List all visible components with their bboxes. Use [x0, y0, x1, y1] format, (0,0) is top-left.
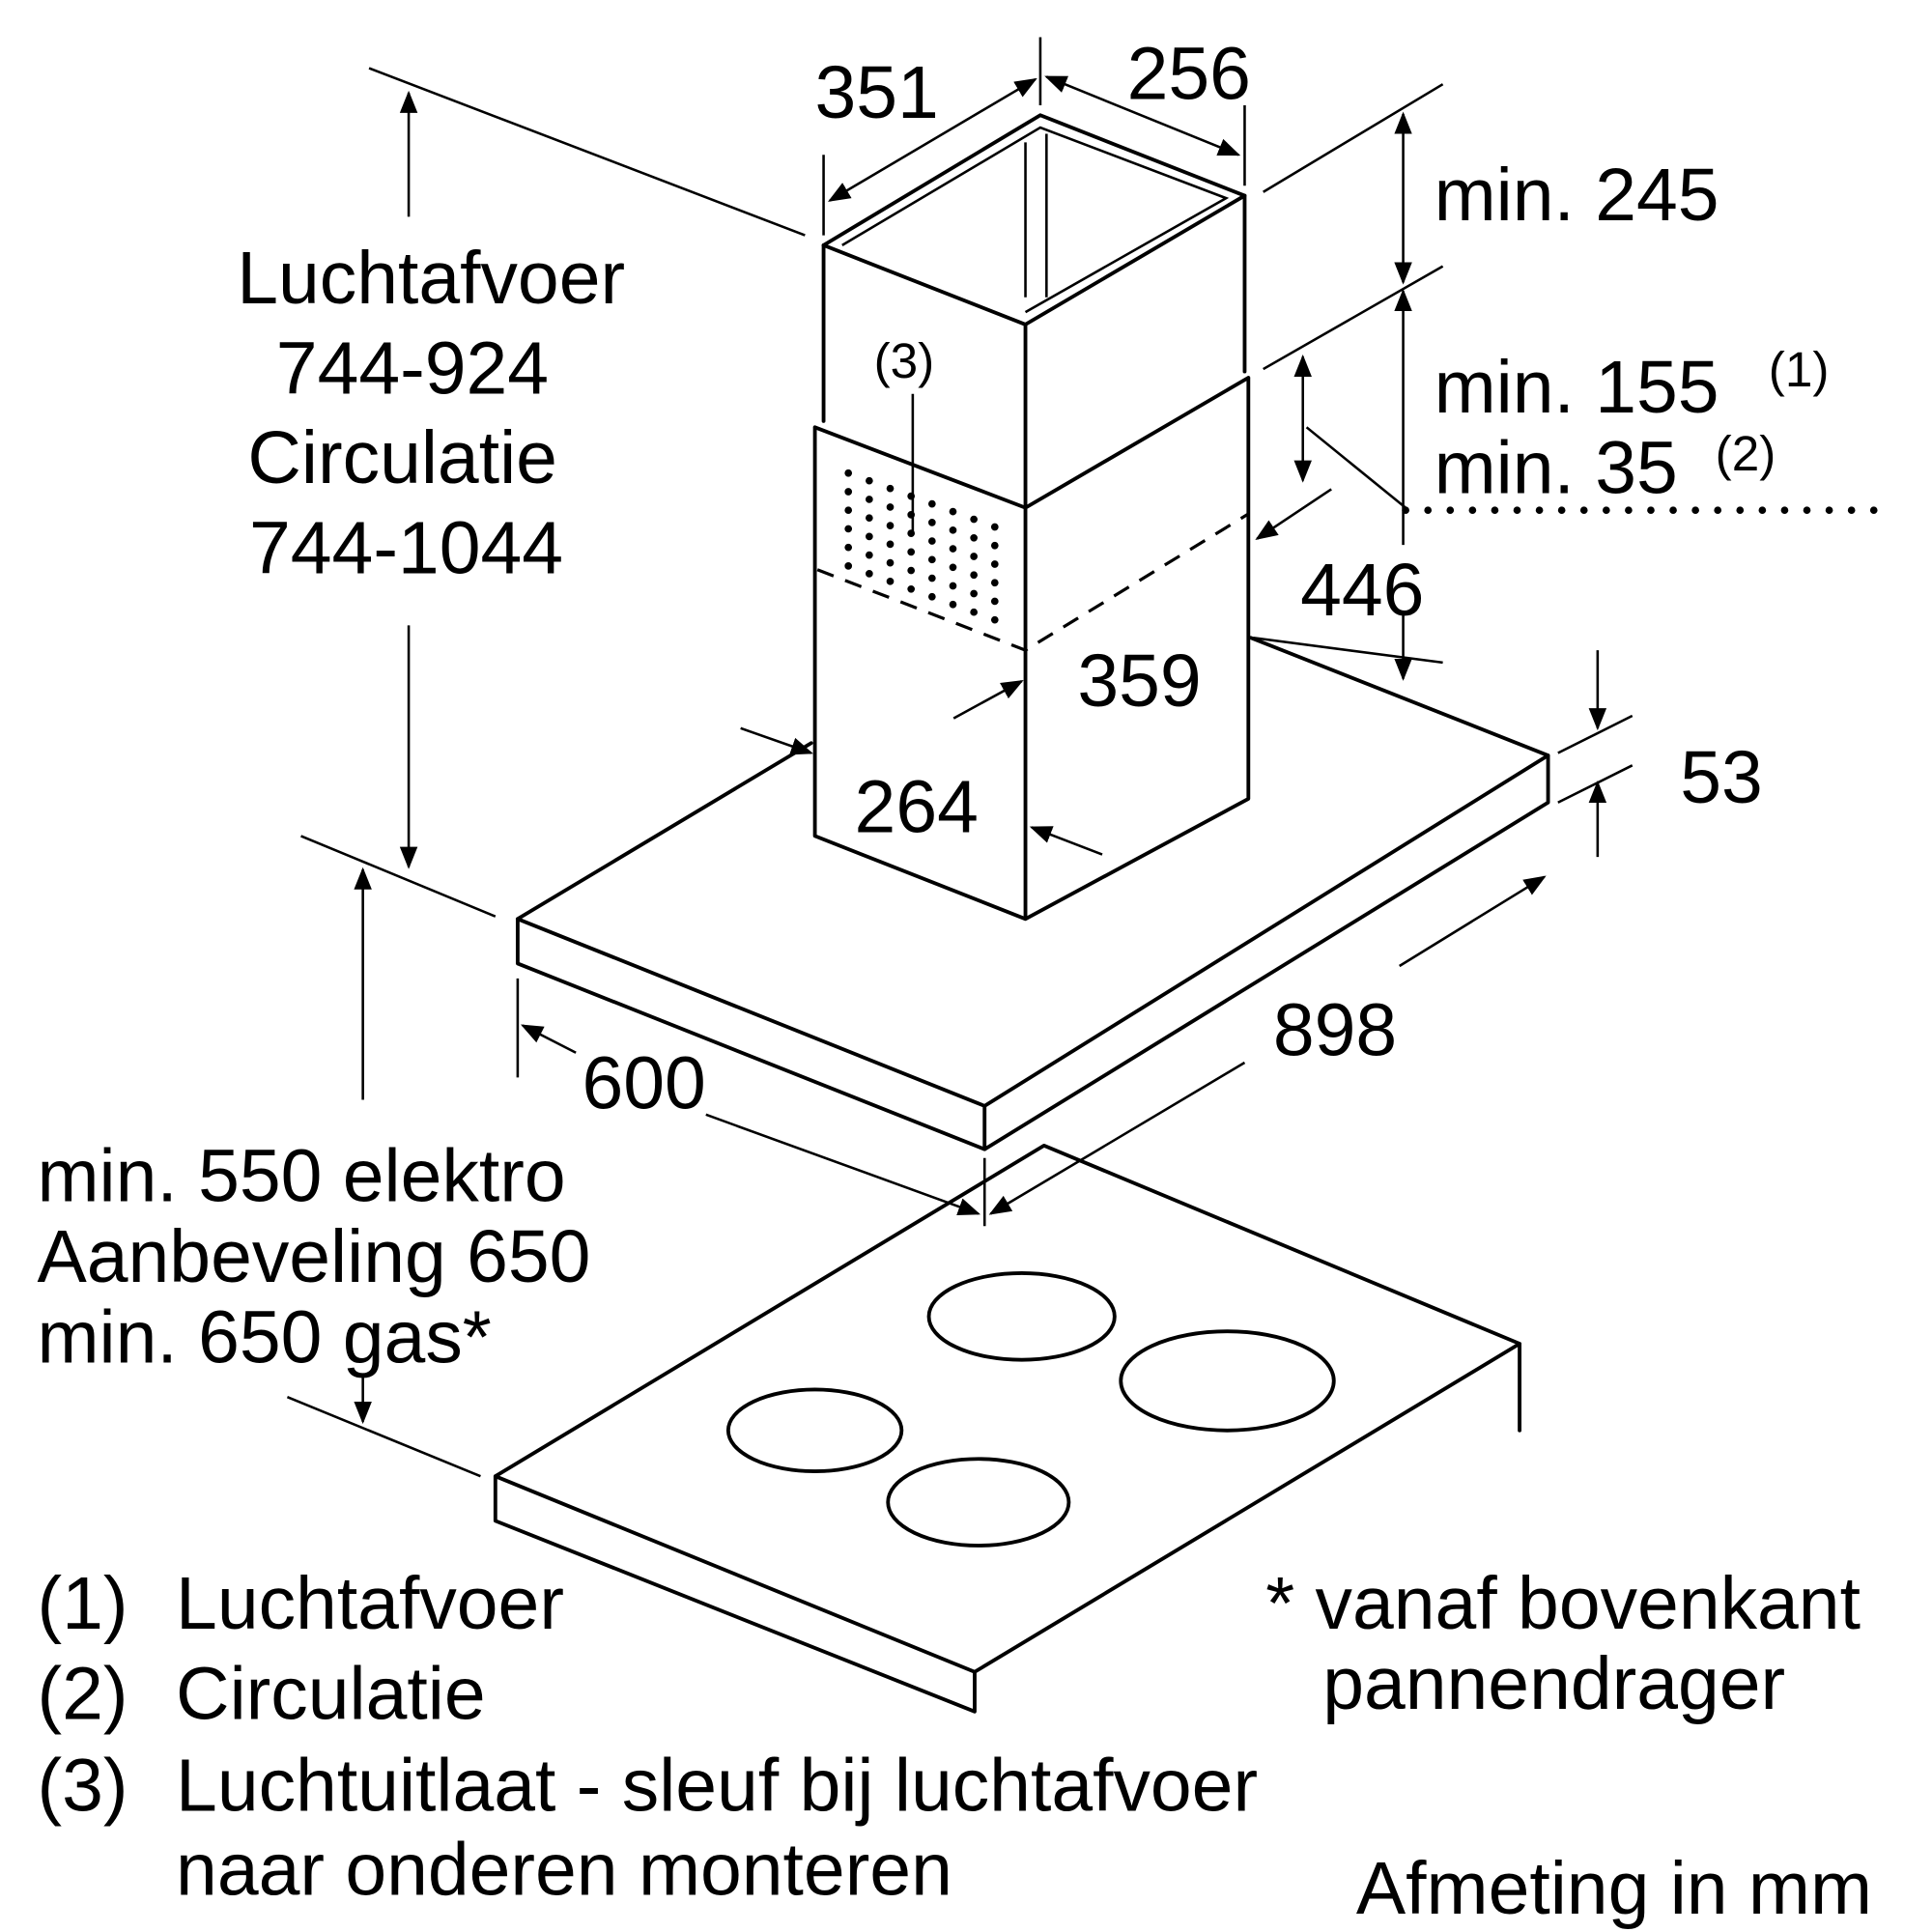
legend-key: (2): [37, 1652, 128, 1735]
legend: (1) Luchtafvoer (2) Circulatie (3) Lucht…: [37, 1562, 1258, 1912]
dim-256: 256: [1127, 33, 1251, 116]
dimension-lines: [286, 37, 1899, 1478]
slot-marker-3: (3): [874, 333, 935, 388]
dim-53: 53: [1680, 736, 1763, 819]
upper-chimney: [821, 113, 1247, 510]
height-label-line3: Circulatie: [247, 416, 557, 499]
note-2-marker: (2): [1716, 426, 1776, 481]
dim-264: 264: [855, 766, 979, 849]
height-label-line1: Luchtafvoer: [237, 237, 625, 320]
distance-label-line1: min. 550 elektro: [37, 1135, 565, 1218]
burner: [1119, 1329, 1336, 1433]
slot-dashed-line: [816, 512, 1250, 652]
cooktop: [493, 1143, 1522, 1714]
burner: [725, 1387, 904, 1474]
burner: [886, 1457, 1071, 1548]
dim-359: 359: [1077, 639, 1201, 723]
note-1-marker: (1): [1769, 342, 1830, 397]
height-label-line2: 744-924: [276, 327, 549, 411]
footnote-line2: pannendrager: [1322, 1642, 1785, 1725]
dim-min-245: min. 245: [1435, 154, 1719, 237]
dim-898: 898: [1273, 988, 1397, 1071]
legend-key: (3): [37, 1744, 128, 1827]
air-outlet-grille: [844, 469, 1008, 627]
legend-text: Luchtafvoer: [176, 1562, 564, 1645]
dim-min-155: min. 155: [1435, 346, 1719, 429]
dim-351: 351: [815, 51, 939, 134]
dim-600: 600: [582, 1041, 706, 1124]
height-label-line4: 744-1044: [249, 507, 563, 590]
unit-note: Afmeting in mm: [1356, 1847, 1872, 1930]
dim-446: 446: [1300, 549, 1424, 632]
legend-text: Luchtuitlaat - sleuf bij luchtafvoer: [176, 1744, 1258, 1827]
distance-label-line2: Aanbeveling 650: [37, 1215, 590, 1298]
dim-min-35: min. 35: [1435, 426, 1678, 509]
burner: [926, 1271, 1117, 1362]
footnote-line1: * vanaf bovenkant: [1265, 1562, 1861, 1645]
hood-canopy: [515, 636, 1550, 1151]
lower-chimney: [812, 376, 1251, 922]
distance-label-line3: min. 650 gas*: [37, 1295, 491, 1378]
legend-text: Circulatie: [176, 1652, 486, 1735]
legend-text-continued: naar onderen monteren: [176, 1829, 952, 1912]
legend-key: (1): [37, 1562, 128, 1645]
